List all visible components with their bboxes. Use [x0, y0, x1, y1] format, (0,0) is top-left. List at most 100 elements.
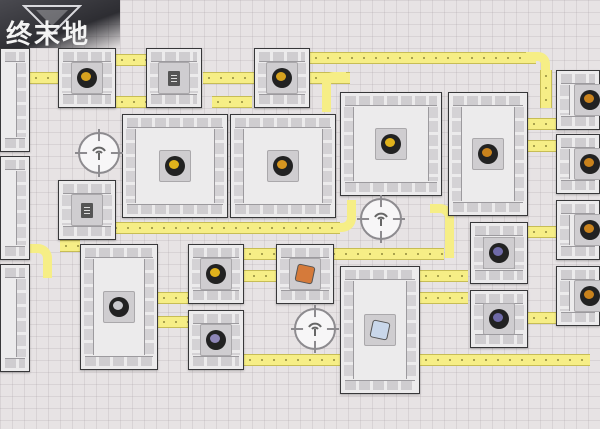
refinery-3[interactable] — [340, 92, 442, 196]
item-slot[interactable] — [266, 62, 298, 94]
conveyor-belt[interactable] — [203, 72, 255, 84]
amber-ore-icon — [381, 134, 401, 154]
output-right-2[interactable] — [556, 134, 600, 194]
conveyor-belt[interactable] — [236, 270, 276, 282]
item-slot[interactable] — [573, 148, 600, 180]
crusher-1[interactable] — [58, 48, 116, 108]
item-slot[interactable] — [483, 237, 515, 269]
item-slot[interactable] — [158, 62, 190, 94]
grinder-2[interactable] — [470, 290, 528, 348]
relay-pylon-3[interactable] — [291, 305, 339, 353]
item-slot[interactable] — [573, 84, 600, 116]
conveyor-belt[interactable] — [212, 96, 252, 108]
crusher-2[interactable] — [254, 48, 310, 108]
conveyor-belt[interactable] — [116, 54, 148, 66]
conveyor-belt[interactable] — [244, 354, 340, 366]
refinery-4[interactable] — [448, 92, 528, 216]
item-slot[interactable] — [103, 291, 135, 323]
depot-2[interactable] — [58, 180, 116, 240]
item-slot[interactable] — [267, 150, 299, 182]
relay-pylon-1[interactable] — [75, 129, 123, 177]
logo-emblem-icon — [22, 5, 82, 36]
conveyor-bend[interactable] — [322, 72, 346, 112]
output-right-1[interactable] — [556, 70, 600, 130]
conveyor-belt[interactable] — [528, 118, 556, 130]
output-right-4[interactable] — [556, 266, 600, 326]
item-slot[interactable] — [364, 314, 396, 346]
conveyor-belt[interactable] — [230, 222, 340, 234]
fabricator-1[interactable] — [276, 244, 334, 304]
item-slot[interactable] — [159, 150, 191, 182]
conveyor-bend[interactable] — [430, 204, 454, 258]
item-slot[interactable] — [573, 280, 600, 312]
machine-port-rail — [16, 171, 26, 245]
machine-port-rail — [126, 129, 136, 203]
storage-left-bottom[interactable] — [0, 264, 30, 372]
storage-left-mid[interactable] — [0, 156, 30, 260]
conveyor-belt[interactable] — [528, 312, 556, 324]
item-slot[interactable] — [375, 128, 407, 160]
purple-ore-icon — [206, 330, 226, 350]
conveyor-belt[interactable] — [420, 354, 590, 366]
item-slot[interactable] — [71, 62, 103, 94]
machine-port-rail — [16, 63, 26, 137]
document-icon — [168, 70, 180, 86]
machine-port-rail — [320, 259, 330, 289]
refinery-1[interactable] — [122, 114, 228, 218]
conveyor-belt[interactable] — [158, 316, 188, 328]
document-icon — [81, 202, 93, 218]
conveyor-belt[interactable] — [244, 248, 444, 260]
crusher-4[interactable] — [188, 310, 244, 370]
conveyor-belt[interactable] — [528, 226, 556, 238]
conveyor-belt[interactable] — [158, 292, 188, 304]
machine-port-rail — [452, 107, 462, 201]
amber-ore-icon — [579, 90, 600, 110]
conveyor-belt[interactable] — [420, 270, 468, 282]
conveyor-belt[interactable] — [310, 52, 536, 64]
machine-port-rail — [16, 279, 26, 357]
machine-port-rail — [560, 281, 570, 311]
refinery-2[interactable] — [230, 114, 336, 218]
machine-port-rail — [406, 281, 416, 379]
output-right-3[interactable] — [556, 200, 600, 260]
grinder-1[interactable] — [470, 222, 528, 284]
crusher-3[interactable] — [188, 244, 244, 304]
conveyor-belt[interactable] — [420, 292, 468, 304]
relay-pylon-2[interactable] — [357, 195, 405, 243]
machine-port-rail — [514, 305, 524, 333]
item-slot[interactable] — [200, 258, 232, 290]
machine-port-rail — [428, 107, 438, 181]
amber-ore-icon — [478, 144, 498, 164]
machine-port-rail — [234, 129, 244, 203]
conveyor-belt[interactable] — [528, 140, 556, 152]
crystal-cube-icon — [369, 319, 391, 341]
item-slot[interactable] — [289, 258, 321, 290]
conveyor-belt[interactable] — [110, 222, 230, 234]
assembler-2[interactable] — [340, 266, 420, 394]
conveyor-bend[interactable] — [334, 200, 356, 232]
amber-ore-icon — [77, 68, 97, 88]
conveyor-belt[interactable] — [60, 240, 80, 252]
machine-port-rail — [84, 259, 94, 355]
power-relay-icon — [303, 317, 327, 341]
item-slot[interactable] — [573, 214, 600, 246]
conveyor-belt[interactable] — [540, 70, 552, 108]
depot-1[interactable] — [146, 48, 202, 108]
amber-ore-icon — [273, 156, 293, 176]
item-slot[interactable] — [483, 303, 515, 335]
conveyor-belt[interactable] — [116, 96, 148, 108]
amber-ore-icon — [579, 154, 600, 174]
machine-port-rail — [514, 107, 524, 201]
item-slot[interactable] — [200, 324, 232, 356]
assembler-1[interactable] — [80, 244, 158, 370]
conveyor-bend[interactable] — [30, 244, 52, 278]
conveyor-belt[interactable] — [30, 72, 58, 84]
item-slot[interactable] — [71, 194, 103, 226]
item-slot[interactable] — [472, 138, 504, 170]
power-relay-icon — [87, 141, 111, 165]
storage-left-top[interactable] — [0, 48, 30, 152]
amber-ore-icon — [272, 68, 292, 88]
machine-port-rail — [344, 107, 354, 181]
conveyor-bend[interactable] — [526, 52, 550, 76]
machine-port-rail — [560, 85, 570, 115]
